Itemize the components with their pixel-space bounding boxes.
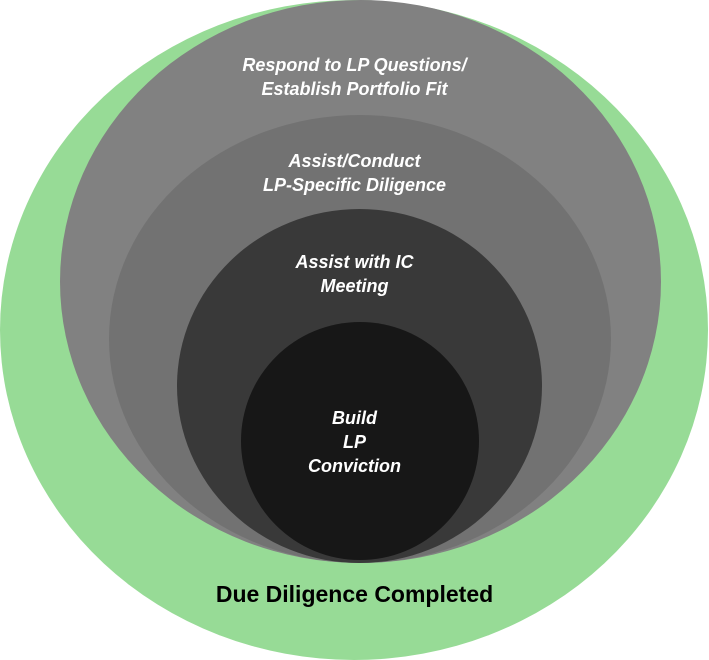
layer-3-label: Assist with IC Meeting xyxy=(0,250,709,298)
footer-label: Due Diligence Completed xyxy=(215,581,494,607)
layer-4-line-3: Conviction xyxy=(308,456,401,476)
layer-4-line-2: LP xyxy=(342,432,366,452)
layer-4-label: Build LP Conviction xyxy=(0,406,709,478)
layer-2-line-1: Assist/Conduct xyxy=(288,151,421,171)
layer-1-line-2: Establish Portfolio Fit xyxy=(261,79,448,99)
layer-1-line-1: Respond to LP Questions/ xyxy=(242,55,467,75)
layer-3-line-1: Assist with IC xyxy=(295,252,414,272)
layer-4-line-1: Build xyxy=(332,408,377,428)
circle-build-lp-conviction xyxy=(241,322,479,560)
layer-2-line-2: LP-Specific Diligence xyxy=(262,175,447,195)
layer-1-label: Respond to LP Questions/ Establish Portf… xyxy=(0,53,709,101)
layer-2-label: Assist/Conduct LP-Specific Diligence xyxy=(0,149,709,197)
layer-3-line-2: Meeting xyxy=(320,276,389,296)
